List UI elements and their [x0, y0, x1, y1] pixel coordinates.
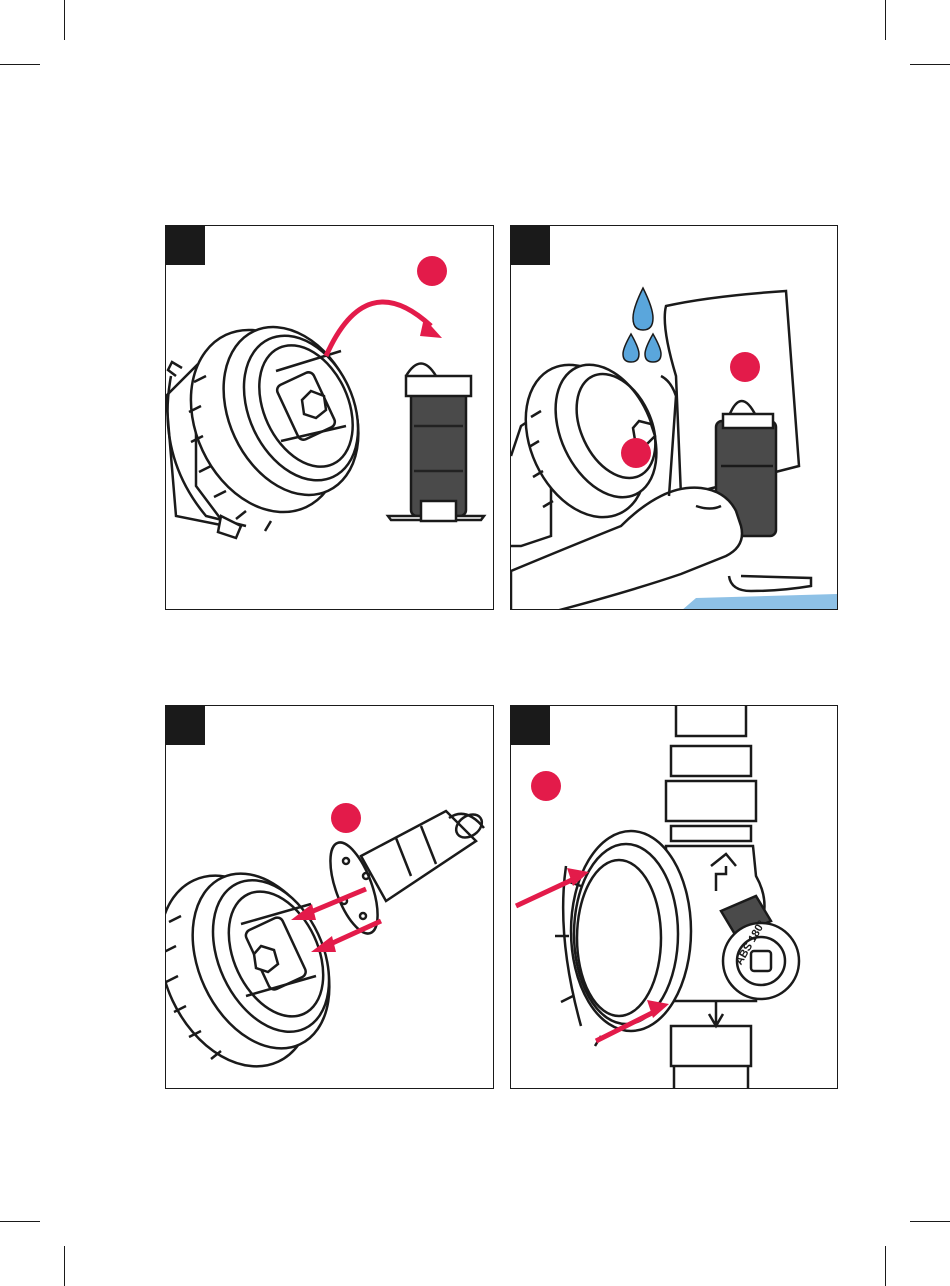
crop-mark: [910, 1221, 950, 1222]
crop-mark: [64, 1246, 65, 1286]
water-drop-icon: [623, 288, 661, 362]
crop-mark: [910, 64, 950, 65]
step-marker: [730, 352, 760, 382]
step-marker: [531, 771, 561, 801]
step-4-panel: ABS 180°: [510, 705, 838, 1089]
step-number-box: [511, 706, 550, 745]
cartridge-insertion-illustration: [166, 706, 494, 1089]
crop-mark: [0, 64, 40, 65]
step-2-panel: [510, 225, 838, 610]
crop-mark: [0, 1221, 40, 1222]
step-marker: [621, 438, 651, 468]
cartridge-cleaning-illustration: [511, 226, 838, 610]
crop-mark: [885, 0, 886, 40]
crop-mark: [64, 0, 65, 40]
step-1-panel: [165, 225, 494, 610]
flow-arrow-icon: [709, 1001, 723, 1026]
crop-mark: [885, 1246, 886, 1286]
step-3-panel: [165, 705, 494, 1089]
filter-head-cartridge-removal-illustration: [166, 226, 494, 610]
filter-housing-reassembly-illustration: ABS 180°: [511, 706, 838, 1089]
curved-arrow-icon: [326, 302, 431, 356]
